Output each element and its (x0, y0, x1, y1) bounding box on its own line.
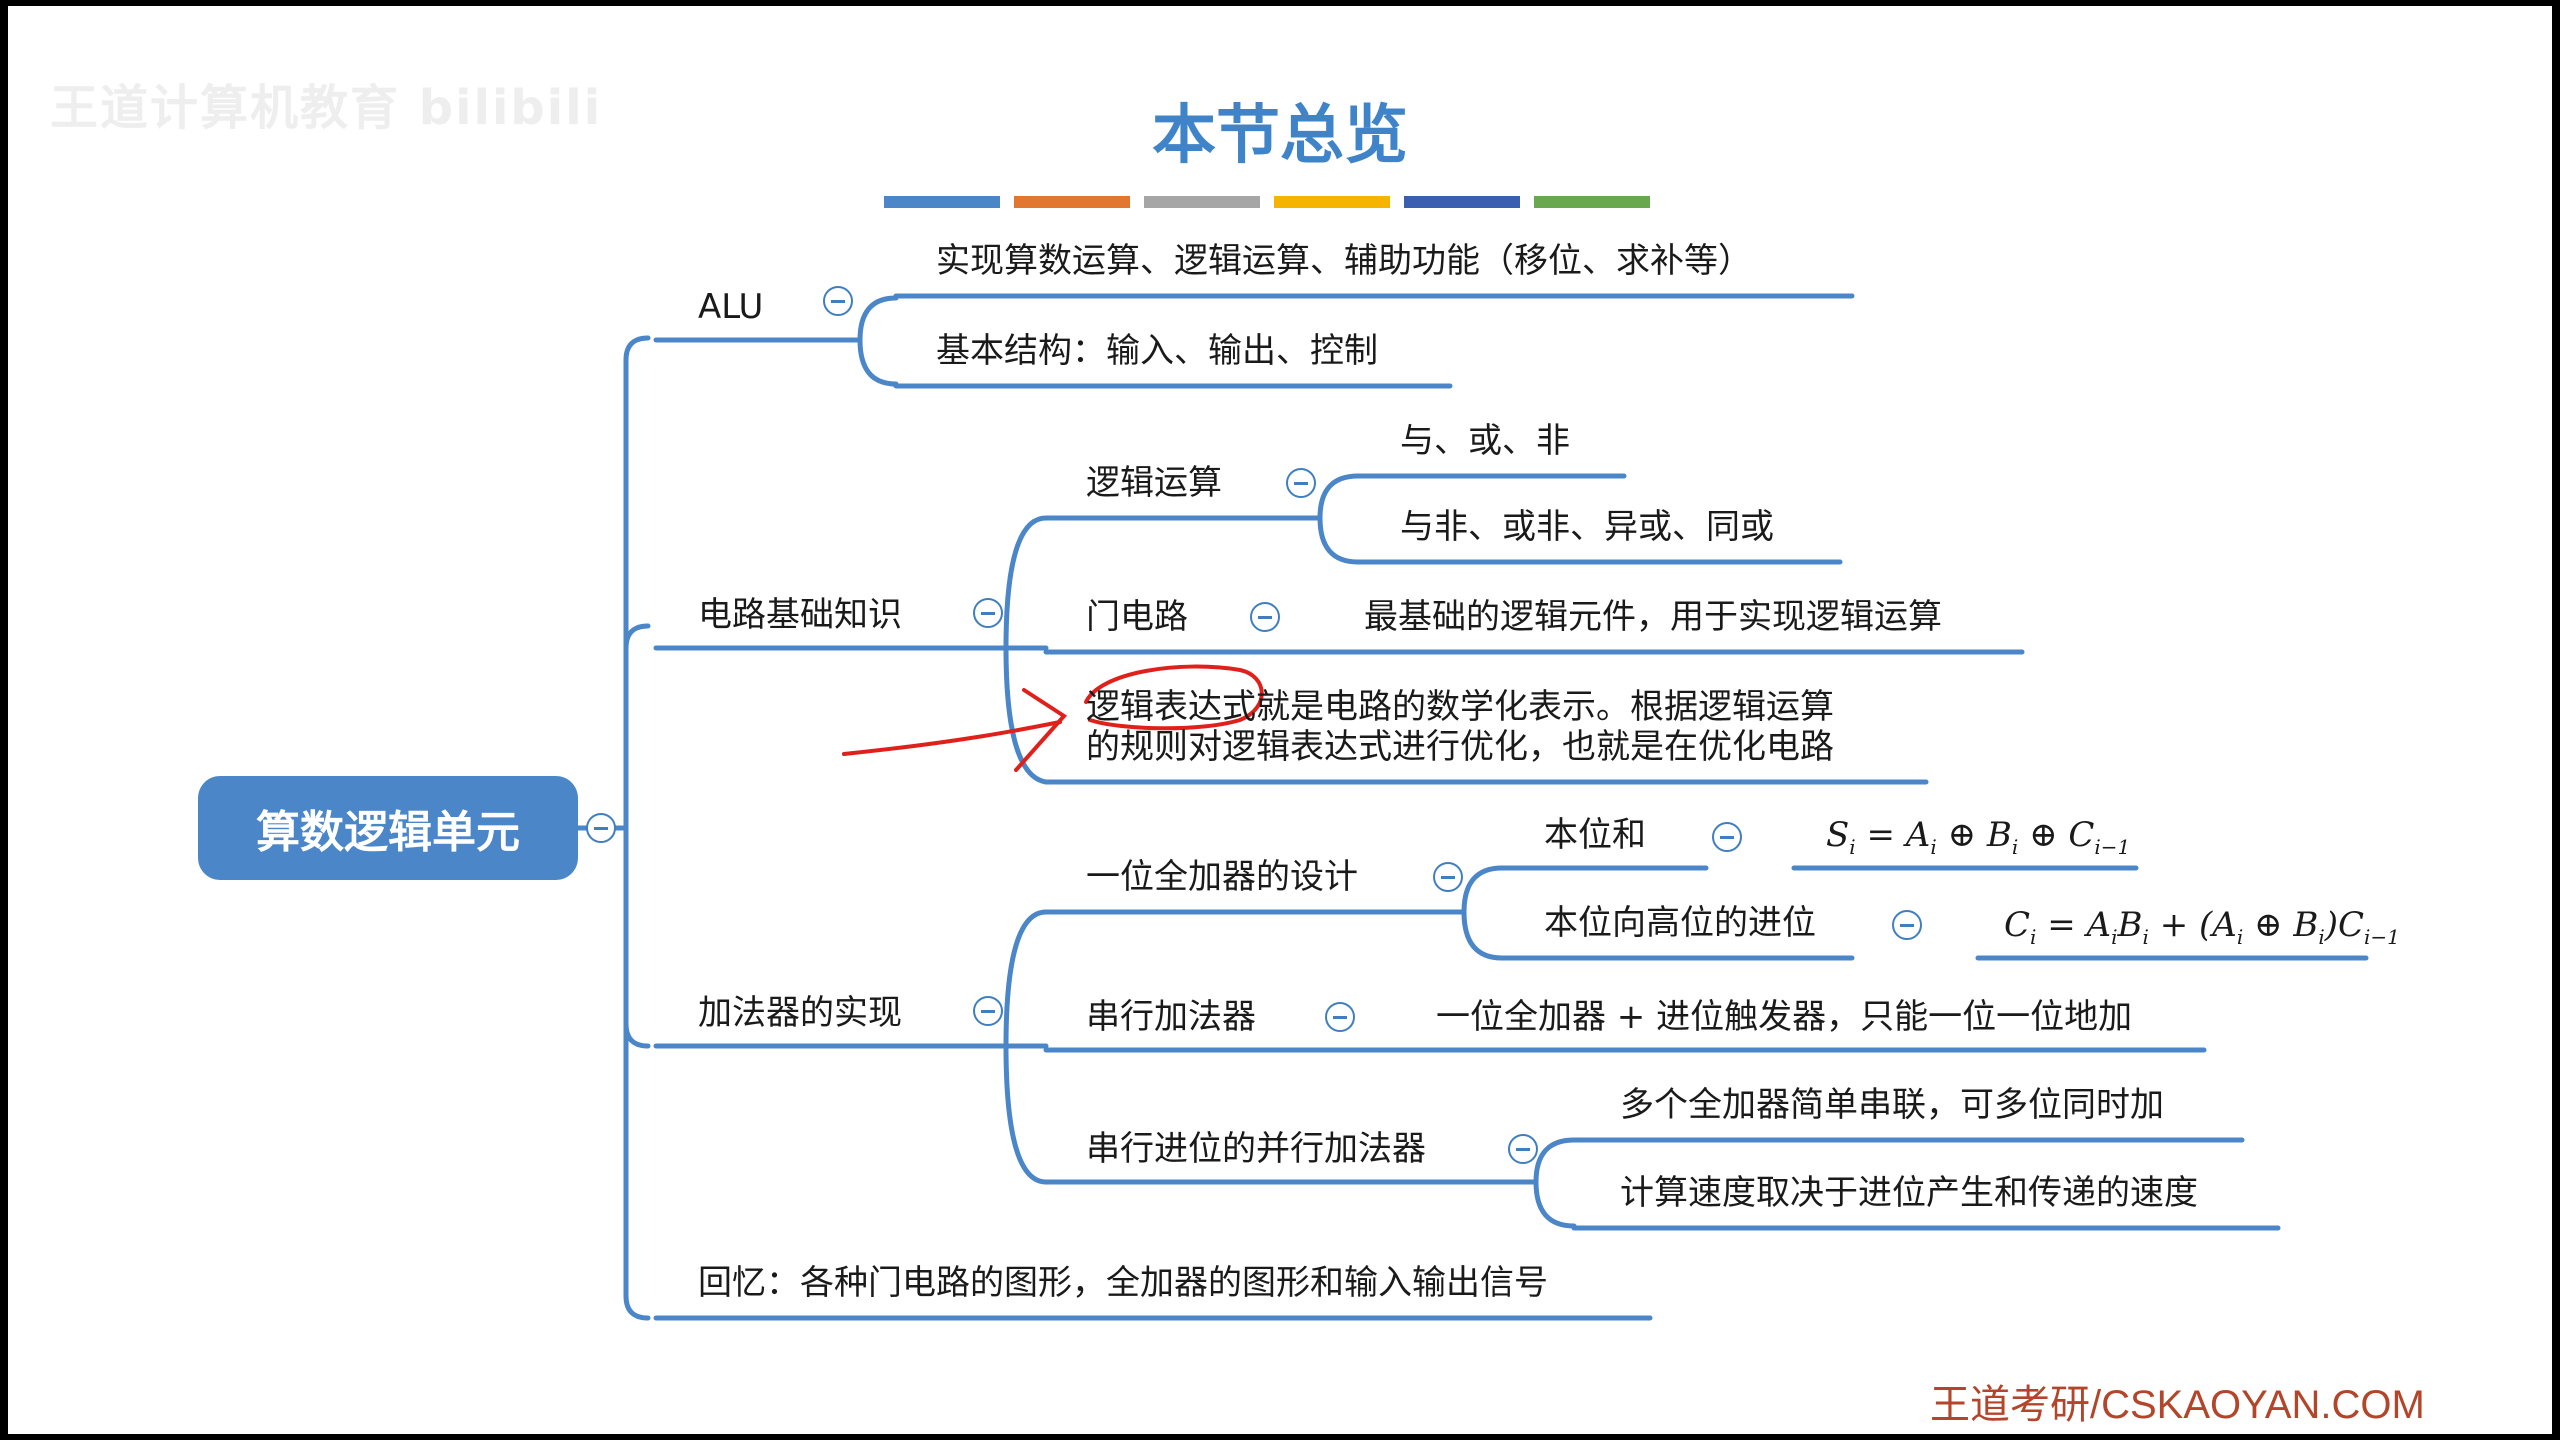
node-gate-desc[interactable]: 最基础的逻辑元件，用于实现逻辑运算 (1364, 597, 1942, 637)
collapse-circuit-icon[interactable] (973, 598, 1003, 628)
formula-carry: Ci = AiBi + (Ai ⊕ Bi)Ci−1 (2004, 908, 2400, 947)
node-circuit[interactable]: 电路基础知识 (698, 595, 902, 635)
node-expr-line1[interactable]: 逻辑表达式就是电路的数学化表示。根据逻辑运算 (1086, 687, 1834, 727)
trunk-adder (957, 909, 1049, 1185)
title-color-segment (1274, 196, 1390, 208)
node-alu-structure[interactable]: 基本结构：输入、输出、控制 (936, 331, 1378, 371)
trunk-circuit (957, 515, 1049, 785)
node-parallel-2[interactable]: 计算速度取决于进位产生和传递的速度 (1620, 1173, 2198, 1213)
node-logic-ops[interactable]: 逻辑运算 (1086, 463, 1222, 503)
trunk-parallel (1487, 1137, 1577, 1229)
red-annotation (842, 664, 1264, 772)
title-color-segment (1144, 196, 1260, 208)
node-full-adder[interactable]: 一位全加器的设计 (1086, 857, 1358, 897)
node-logic-composite[interactable]: 与非、或非、异或、同或 (1400, 507, 1774, 547)
node-gate[interactable]: 门电路 (1086, 597, 1188, 637)
node-alu[interactable]: ALU (698, 287, 764, 327)
node-parallel-1[interactable]: 多个全加器简单串联，可多位同时加 (1620, 1085, 2164, 1125)
trunk-alu (805, 295, 899, 387)
collapse-parallel-icon[interactable] (1508, 1134, 1538, 1164)
formula-sum-text: Si = Ai ⊕ Bi ⊕ Ci−1 (1826, 815, 2131, 859)
node-expr-line2[interactable]: 的规则对逻辑表达式进行优化，也就是在优化电路 (1086, 727, 1834, 767)
collapse-root-icon[interactable] (586, 813, 616, 843)
node-recall[interactable]: 回忆：各种门电路的图形，全加器的图形和输入输出信号 (698, 1263, 1548, 1303)
watermark: 王道计算机教育 bilibili (50, 80, 603, 136)
title-color-segment (1014, 196, 1130, 208)
node-sum[interactable]: 本位和 (1544, 815, 1646, 855)
node-logic-basic[interactable]: 与、或、非 (1400, 421, 1570, 461)
node-carry[interactable]: 本位向高位的进位 (1544, 903, 1816, 943)
collapse-gate-icon[interactable] (1250, 602, 1280, 632)
root-node[interactable]: 算数逻辑单元 (198, 776, 578, 880)
formula-sum: Si = Ai ⊕ Bi ⊕ Ci−1 (1826, 818, 2130, 857)
node-alu-function[interactable]: 实现算数运算、逻辑运算、辅助功能（移位、求补等） (936, 241, 1752, 281)
node-adder[interactable]: 加法器的实现 (698, 993, 902, 1033)
collapse-logic-ops-icon[interactable] (1286, 468, 1316, 498)
trunk-full-adder (1415, 865, 1505, 961)
slide (8, 6, 2552, 1434)
collapse-carry-icon[interactable] (1892, 910, 1922, 940)
collapse-serial-icon[interactable] (1325, 1002, 1355, 1032)
collapse-alu-icon[interactable] (823, 286, 853, 316)
node-serial-desc[interactable]: 一位全加器 + 进位触发器，只能一位一位地加 (1436, 997, 2133, 1037)
collapse-adder-icon[interactable] (973, 996, 1003, 1026)
site-footer: 王道考研/CSKAOYAN.COM (1930, 1383, 2425, 1427)
trunk-main (595, 335, 651, 1321)
collapse-full-adder-icon[interactable] (1433, 862, 1463, 892)
collapse-sum-icon[interactable] (1712, 822, 1742, 852)
title-color-segment (884, 196, 1000, 208)
node-parallel[interactable]: 串行进位的并行加法器 (1086, 1129, 1426, 1169)
formula-carry-text: Ci = AiBi + (Ai ⊕ Bi)Ci−1 (2004, 905, 2400, 949)
slide-title: 本节总览 (1152, 98, 1408, 173)
trunk-logic-ops (1267, 473, 1361, 565)
node-serial[interactable]: 串行加法器 (1086, 997, 1256, 1037)
title-color-segment (1534, 196, 1650, 208)
title-color-segment (1404, 196, 1520, 208)
